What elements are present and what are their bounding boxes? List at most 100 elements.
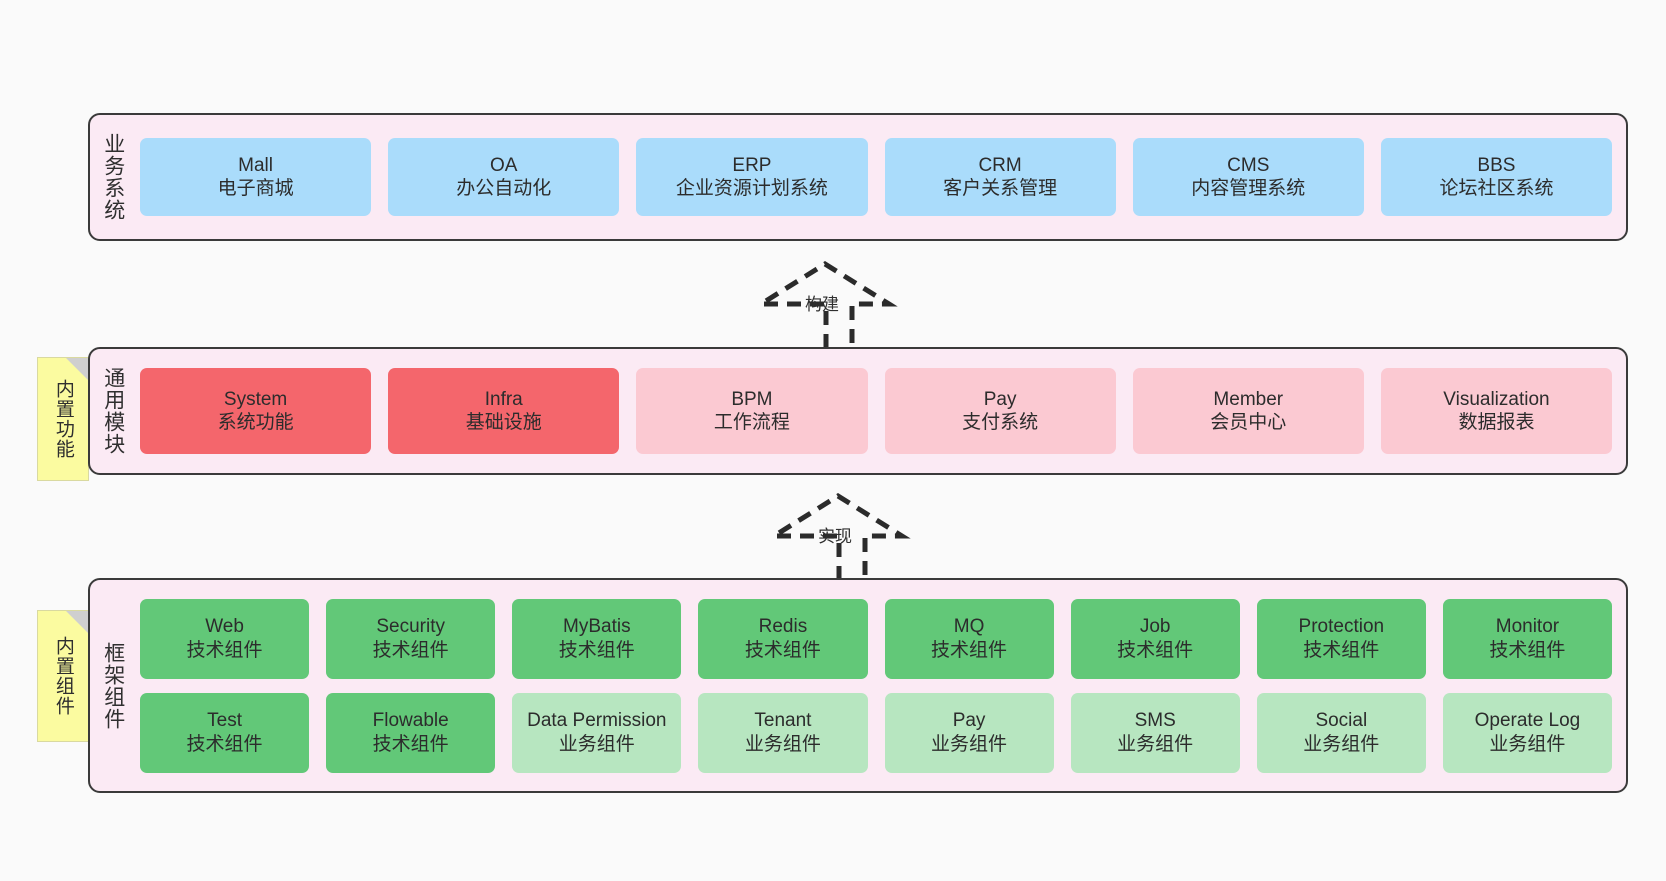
node-operate-log[interactable]: Operate Log 业务组件 — [1442, 692, 1612, 773]
node-title: Social — [1315, 710, 1368, 732]
node-monitor[interactable]: Monitor 技术组件 — [1442, 598, 1612, 679]
node-subtitle: 工作流程 — [713, 412, 790, 433]
node-bbs[interactable]: BBS 论坛社区系统 — [1380, 138, 1613, 216]
node-title: System — [223, 388, 288, 410]
node-subtitle: 技术组件 — [744, 639, 821, 661]
node-subtitle: 企业资源计划系统 — [675, 178, 828, 199]
node-title: Flowable — [372, 710, 449, 732]
node-title: SMS — [1134, 710, 1176, 732]
layer-body-business: Mall 电子商城 OA 办公自动化 ERP 企业资源计划系统 CRM 客户关系… — [136, 115, 1626, 239]
layer-body-modules: System 系统功能 Infra 基础设施 BPM 工作流程 Pay 支付系统… — [136, 349, 1626, 473]
node-title: Protection — [1298, 616, 1385, 638]
sticky-note-text: 内置功能 — [52, 379, 74, 459]
node-erp[interactable]: ERP 企业资源计划系统 — [636, 138, 868, 216]
node-subtitle: 业务组件 — [1489, 733, 1566, 755]
node-subtitle: 系统功能 — [217, 412, 294, 433]
node-subtitle: 技术组件 — [558, 639, 635, 661]
node-data-permission[interactable]: Data Permission 业务组件 — [512, 692, 682, 773]
node-visualization[interactable]: Visualization 数据报表 — [1380, 368, 1613, 454]
node-subtitle: 业务组件 — [744, 733, 821, 755]
node-subtitle: 支付系统 — [962, 412, 1039, 433]
node-title: Mall — [238, 154, 273, 176]
node-subtitle: 技术组件 — [1303, 639, 1380, 661]
node-pay[interactable]: Pay 支付系统 — [884, 368, 1116, 454]
node-subtitle: 办公自动化 — [456, 178, 552, 199]
node-member[interactable]: Member 会员中心 — [1132, 368, 1364, 454]
node-title: Infra — [484, 388, 523, 410]
node-row: Web 技术组件 Security 技术组件 MyBatis 技术组件 Redi… — [140, 598, 1612, 679]
layer-title-framework: 框架组件 — [101, 641, 125, 730]
connector-build-label: 构建 — [805, 295, 839, 314]
sticky-note-text: 内置组件 — [52, 636, 74, 716]
node-title: Security — [376, 616, 445, 638]
layer-business-system: 业务系统 Mall 电子商城 OA 办公自动化 ERP 企业资源计划系统 CRM… — [88, 113, 1628, 241]
node-subtitle: 业务组件 — [1303, 733, 1380, 755]
node-title: OA — [490, 154, 518, 176]
generalization-arrow-icon — [765, 493, 911, 580]
node-tenant[interactable]: Tenant 业务组件 — [698, 692, 868, 773]
node-title: Monitor — [1495, 616, 1560, 638]
node-subtitle: 论坛社区系统 — [1439, 178, 1554, 199]
node-test[interactable]: Test 技术组件 — [140, 692, 310, 773]
node-title: Job — [1139, 616, 1171, 638]
node-oa[interactable]: OA 办公自动化 — [388, 138, 620, 216]
node-protection[interactable]: Protection 技术组件 — [1256, 598, 1426, 679]
node-title: MQ — [953, 616, 985, 638]
node-title: BBS — [1477, 154, 1516, 176]
node-system[interactable]: System 系统功能 — [140, 368, 372, 454]
connector-implement-label: 实现 — [818, 527, 852, 546]
node-row: Mall 电子商城 OA 办公自动化 ERP 企业资源计划系统 CRM 客户关系… — [140, 138, 1613, 216]
sticky-note-builtin-components: 内置组件 — [37, 610, 89, 742]
node-pay-component[interactable]: Pay 业务组件 — [884, 692, 1054, 773]
node-title: Test — [207, 710, 242, 732]
node-web[interactable]: Web 技术组件 — [140, 598, 310, 679]
node-subtitle: 会员中心 — [1210, 412, 1287, 433]
node-subtitle: 基础设施 — [465, 412, 542, 433]
node-subtitle: 技术组件 — [186, 639, 263, 661]
layer-framework-components: 框架组件 Web 技术组件 Security 技术组件 MyBatis 技术组件… — [88, 578, 1628, 793]
node-flowable[interactable]: Flowable 技术组件 — [326, 692, 496, 773]
node-title: Web — [205, 616, 244, 638]
node-title: Pay — [952, 710, 986, 732]
node-mq[interactable]: MQ 技术组件 — [884, 598, 1054, 679]
node-subtitle: 技术组件 — [372, 733, 449, 755]
node-row: Test 技术组件 Flowable 技术组件 Data Permission … — [140, 692, 1612, 773]
sticky-note-builtin-features: 内置功能 — [37, 357, 89, 481]
layer-common-modules: 通用模块 System 系统功能 Infra 基础设施 BPM 工作流程 Pay… — [88, 347, 1628, 475]
node-subtitle: 技术组件 — [186, 733, 263, 755]
node-title: Tenant — [754, 710, 812, 732]
node-subtitle: 技术组件 — [372, 639, 449, 661]
node-cms[interactable]: CMS 内容管理系统 — [1132, 138, 1364, 216]
node-mall[interactable]: Mall 电子商城 — [140, 138, 372, 216]
node-subtitle: 技术组件 — [1117, 639, 1194, 661]
folded-corner-icon — [66, 358, 88, 380]
node-redis[interactable]: Redis 技术组件 — [698, 598, 868, 679]
node-mybatis[interactable]: MyBatis 技术组件 — [512, 598, 682, 679]
node-title: CMS — [1227, 154, 1270, 176]
node-subtitle: 电子商城 — [217, 178, 294, 199]
node-subtitle: 技术组件 — [931, 639, 1008, 661]
node-subtitle: 客户关系管理 — [943, 178, 1058, 199]
node-sms[interactable]: SMS 业务组件 — [1070, 692, 1240, 773]
node-subtitle: 业务组件 — [1117, 733, 1194, 755]
node-subtitle: 技术组件 — [1489, 639, 1566, 661]
layer-title-modules: 通用模块 — [101, 367, 125, 455]
node-security[interactable]: Security 技术组件 — [326, 598, 496, 679]
node-job[interactable]: Job 技术组件 — [1070, 598, 1240, 679]
node-crm[interactable]: CRM 客户关系管理 — [884, 138, 1116, 216]
node-title: BPM — [731, 388, 773, 410]
node-infra[interactable]: Infra 基础设施 — [388, 368, 620, 454]
node-title: Member — [1213, 388, 1284, 410]
node-subtitle: 业务组件 — [558, 733, 635, 755]
node-title: Pay — [983, 388, 1017, 410]
node-bpm[interactable]: BPM 工作流程 — [636, 368, 868, 454]
node-social[interactable]: Social 业务组件 — [1256, 692, 1426, 773]
layer-title-business: 业务系统 — [101, 133, 125, 221]
node-subtitle: 数据报表 — [1458, 412, 1535, 433]
node-title: MyBatis — [563, 616, 631, 638]
connector-build: 构建 — [752, 258, 913, 348]
node-title: Data Permission — [527, 710, 667, 732]
node-title: CRM — [978, 154, 1022, 176]
connector-implement: 实现 — [765, 490, 926, 580]
